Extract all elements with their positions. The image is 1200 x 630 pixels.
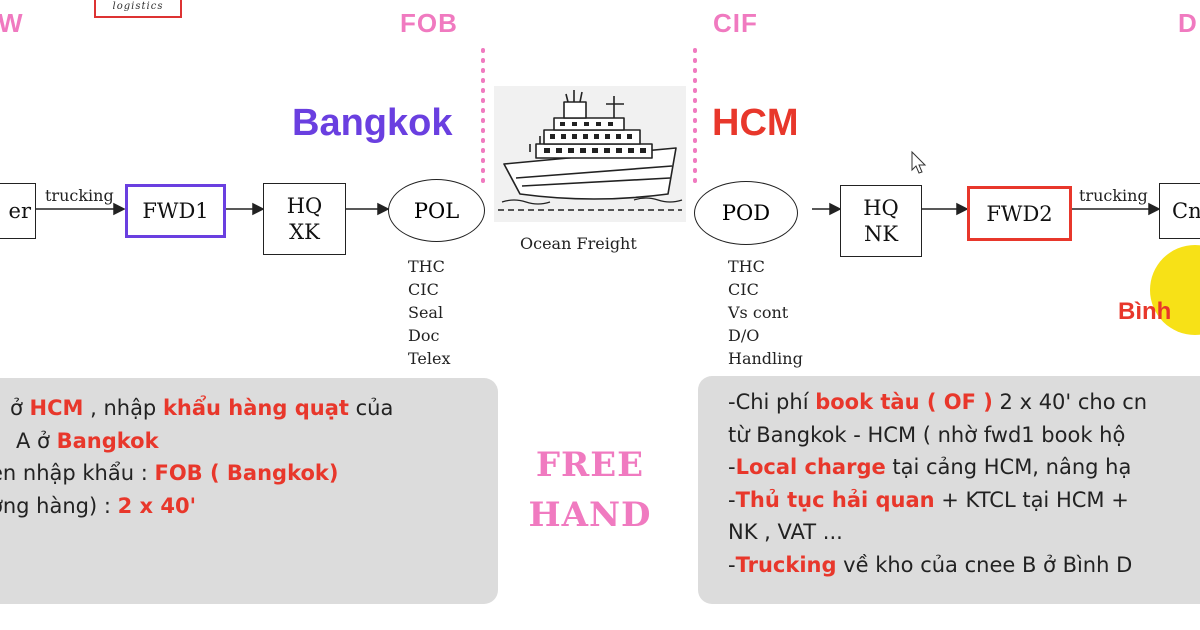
right-panel-line-2: từ Bangkok - HCM ( nhờ fwd1 book hộ [728,422,1126,447]
fwd1-label: FWD1 [142,199,209,223]
hq-xk-box: HQ XK [263,183,346,255]
pol-charge-item: Seal [408,303,444,322]
pod-charge-item: Handling [728,349,803,368]
free-hand-label: FREE HAND [510,440,670,540]
pol-charge-item: THC [408,257,445,276]
pol-ellipse: POL [388,179,485,242]
shipper-box: er [0,183,36,239]
hq-xk-line2: XK [289,220,320,244]
right-panel-line-6: -Trucking về kho của cnee B ở Bình D [728,552,1133,577]
hq-nk-line2: NK [863,222,899,246]
left-panel-line-3: ện nhập khẩu : FOB ( Bangkok) [0,461,339,485]
pod-ellipse: POD [694,181,798,245]
pod-charge-item: CIC [728,280,759,299]
right-panel-line-3: -Local charge tại cảng HCM, nâng hạ [728,455,1132,479]
cnee-label: Cn [1172,199,1200,223]
term-right-partial: D [1178,8,1198,38]
free-hand-line-2: HAND [528,495,652,535]
trucking-right-label: trucking [1079,186,1148,205]
pod-label: POD [721,201,771,225]
right-info-panel: -Chi phí book tàu ( OF ) 2 x 40' cho cn … [698,376,1200,604]
ship-icon [498,90,683,211]
trucking-left-label: trucking [45,186,114,205]
pod-charges-list: THC CIC Vs cont D/O Handling [728,255,803,370]
ocean-freight-label: Ocean Freight [520,234,637,253]
pol-charge-item: CIC [408,280,439,299]
right-panel-line-4: -Thủ tục hải quan + KTCL tại HCM + [728,487,1129,512]
term-cif: CIF [713,8,758,38]
right-panel-line-5: NK , VAT ... [728,520,843,544]
pol-charge-item: Doc [408,326,440,345]
left-info-panel: ở HCM , nhập khẩu hàng quạt của A ở Bang… [0,378,498,604]
pod-charge-item: D/O [728,326,760,345]
ship-illustration [494,86,686,222]
term-fob: FOB [400,8,458,38]
shipper-label: er [8,199,31,223]
left-panel-line-2: A ở Bangkok [16,428,159,453]
fwd1-box: FWD1 [125,184,226,238]
mouse-cursor-icon [911,150,927,174]
left-panel-line-1: ở HCM , nhập khẩu hàng quạt của [10,396,394,420]
hq-xk-line1: HQ [286,194,323,218]
pod-charge-item: Vs cont [728,303,789,322]
pol-label: POL [413,198,460,223]
hq-nk-line1: HQ [863,196,899,220]
fwd2-label: FWD2 [986,201,1053,226]
right-panel-line-1: -Chi phí book tàu ( OF ) 2 x 40' cho cn [728,390,1148,414]
origin-city-label: Bangkok [292,102,453,144]
pod-charge-item: THC [728,257,765,276]
cnee-box: Cn [1159,183,1200,239]
destination-city-label: HCM [712,102,799,144]
term-left-partial: W [0,8,24,38]
left-panel-line-4: ợng hàng) : 2 x 40' [0,493,197,518]
company-logo: logistics [94,0,182,18]
hq-nk-box: HQ NK [840,185,922,257]
destination-city-right: Bình [1118,298,1172,325]
pol-charge-item: Telex [408,349,451,368]
fwd2-box: FWD2 [967,186,1072,241]
free-hand-line-1: FREE [535,445,645,485]
pol-charges-list: THC CIC Seal Doc Telex [408,255,451,370]
